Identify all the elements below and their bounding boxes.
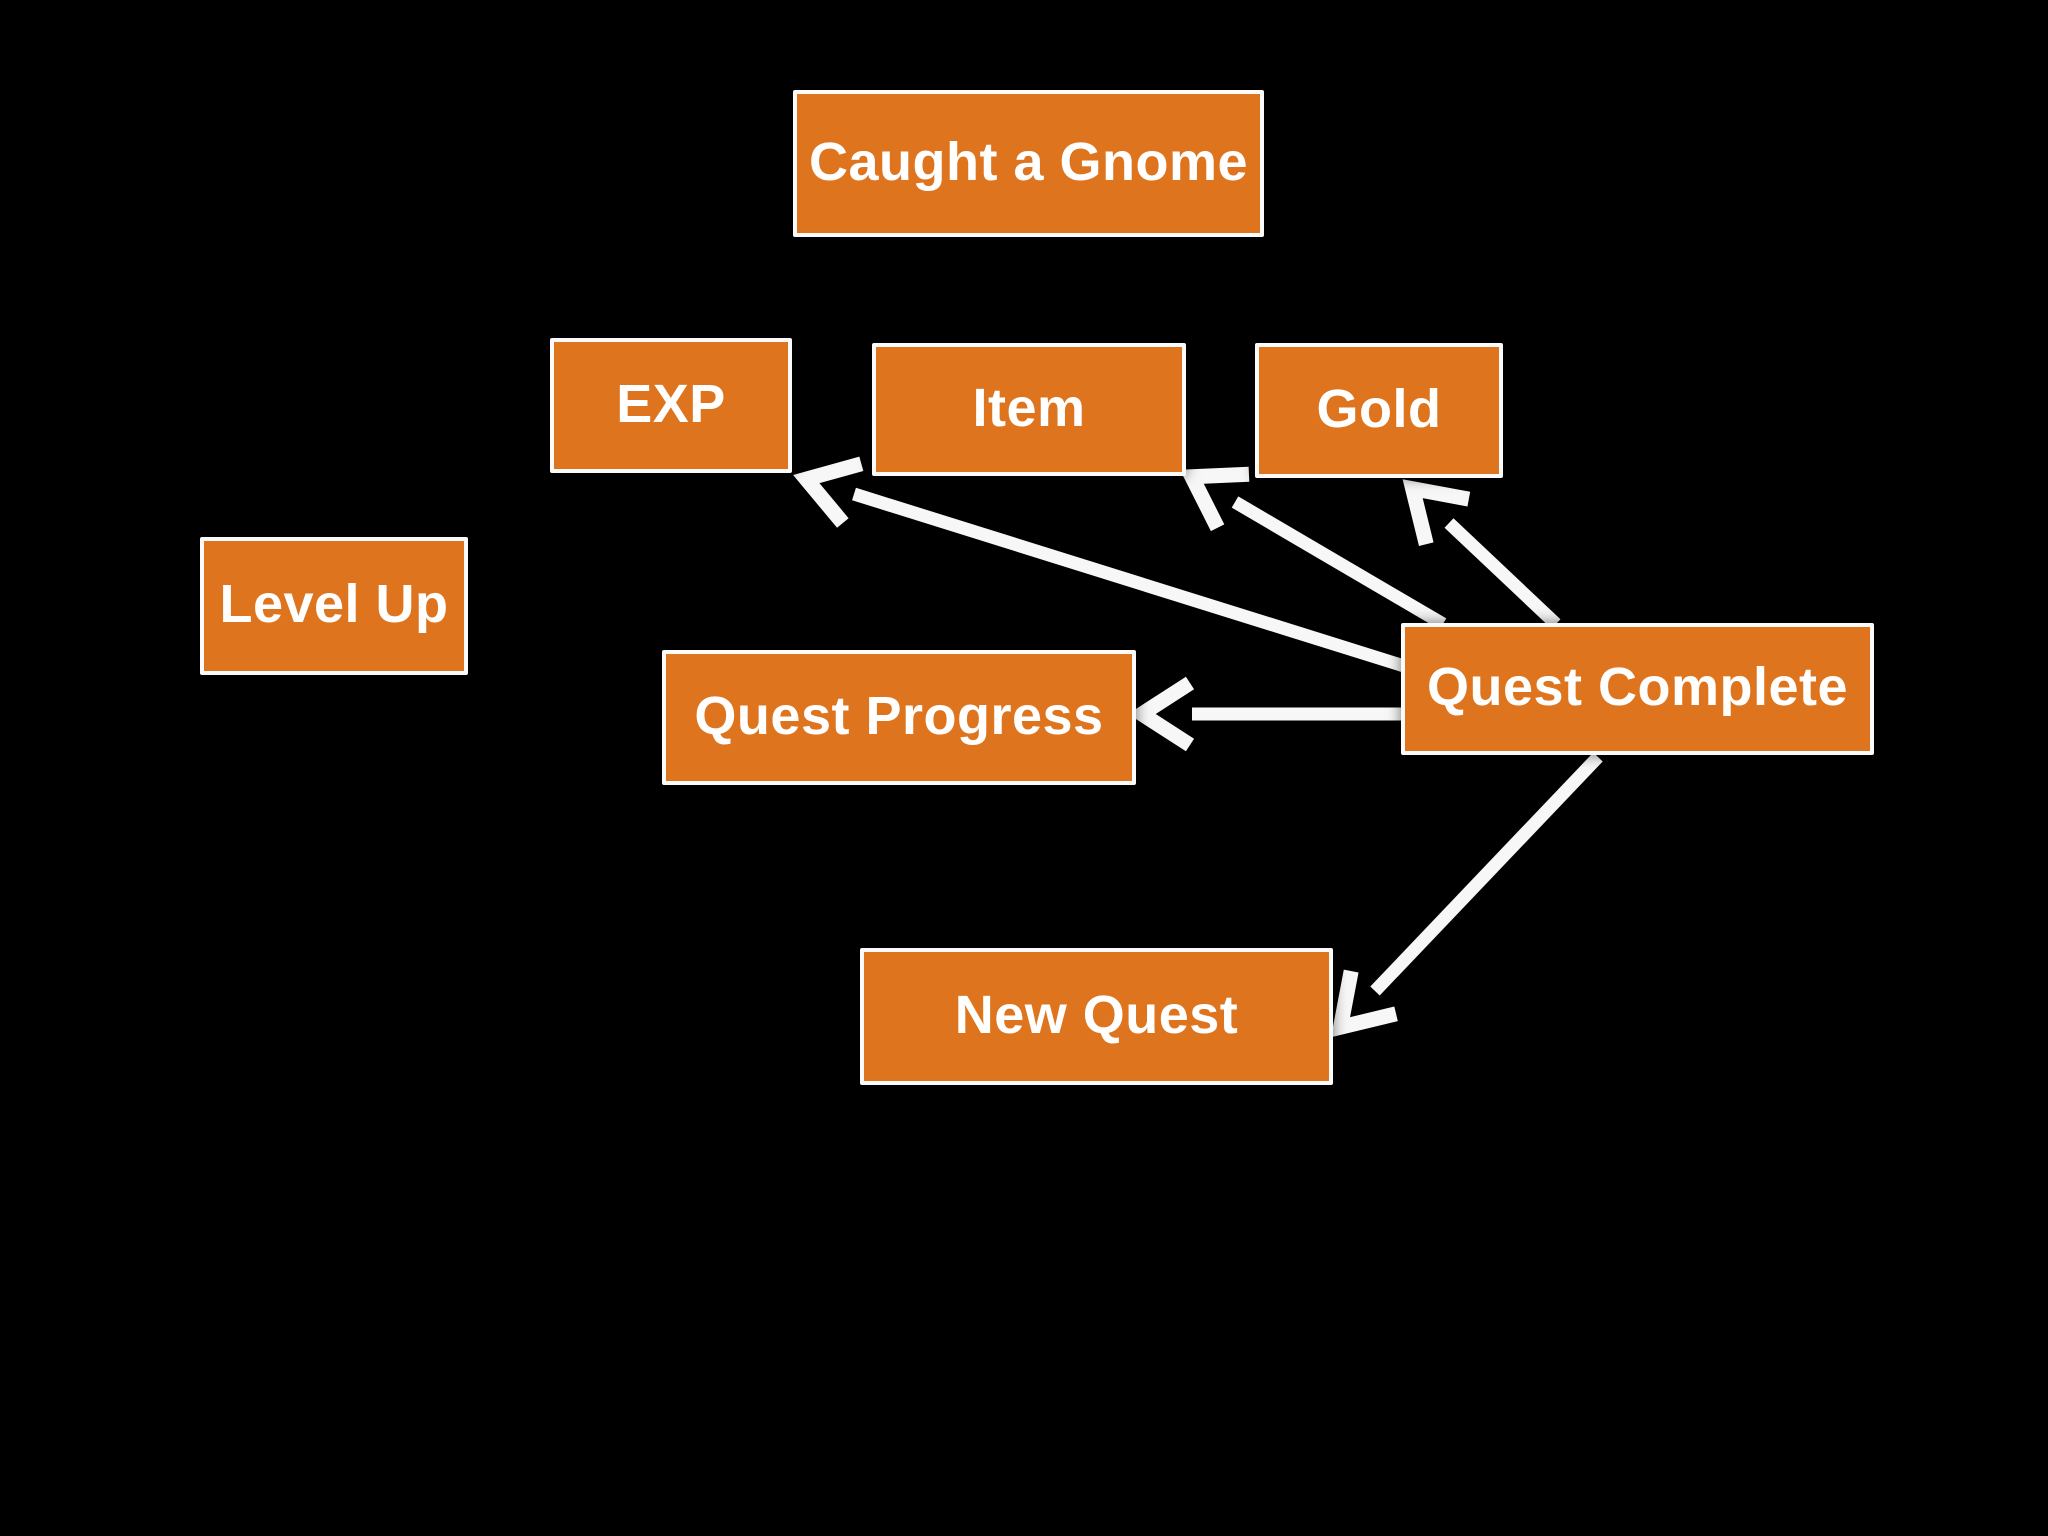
arrow-quest-complete-to-item [1179,466,1447,630]
node-item-label: Item [972,377,1086,438]
node-gold-label: Gold [1316,378,1442,439]
node-quest-complete-label: Quest Complete [1426,657,1849,717]
node-new-quest: New Quest [860,948,1333,1085]
arrow-quest-complete-to-exp [793,456,1406,673]
node-quest-progress: Quest Progress [662,650,1136,785]
node-exp: EXP [550,338,792,473]
node-gold: Gold [1255,343,1503,478]
node-new-quest-label: New Quest [954,984,1239,1045]
node-level-up-label: Level Up [219,574,449,634]
node-caught-a-gnome-label: Caught a Gnome [808,131,1249,192]
arrow-quest-complete-to-new-quest [1330,752,1603,1038]
node-item: Item [872,343,1186,476]
node-exp-label: EXP [616,373,726,434]
node-quest-progress-label: Quest Progress [694,685,1104,746]
node-quest-complete: Quest Complete [1401,623,1874,755]
node-caught-a-gnome: Caught a Gnome [793,90,1264,237]
node-level-up: Level Up [200,537,468,675]
arrow-quest-complete-to-gold [1402,479,1561,629]
